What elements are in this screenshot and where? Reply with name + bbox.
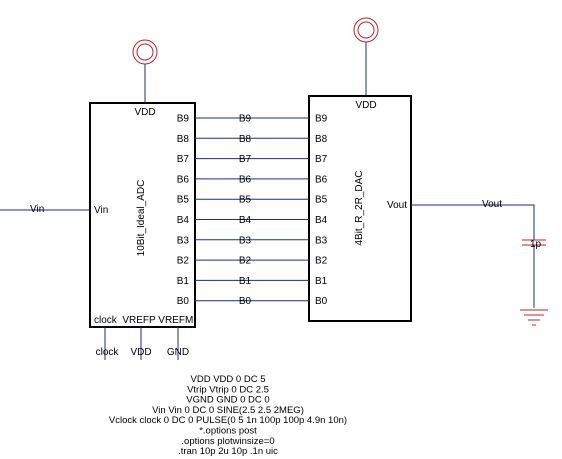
bit-net-label: B8 <box>239 134 252 145</box>
dac-bit-pin-label: B4 <box>315 215 328 226</box>
adc-vin-pin-label: Vin <box>94 205 108 216</box>
dac-bit-pin-label: B3 <box>315 235 328 246</box>
adc-bit-pin-label: B4 <box>177 215 190 226</box>
bit-net-label: B6 <box>239 174 252 185</box>
dac-block[interactable] <box>308 95 412 322</box>
dac-bit-pin-label: B6 <box>315 174 328 185</box>
bit-net-label: B4 <box>239 215 252 226</box>
vout-net-label: Vout <box>482 199 502 210</box>
dac-bit-pin-label: B1 <box>315 276 328 287</box>
spice-line: .options plotwinsize=0 <box>181 436 274 447</box>
capacitor-value-label: 1p <box>530 239 542 250</box>
spice-line: Vtrip Vtrip 0 DC 2.5 <box>187 384 269 395</box>
dac-vdd-pin-label: VDD <box>355 100 376 111</box>
spice-line: VDD VDD 0 DC 5 <box>191 374 266 385</box>
dac-bit-pin-label: B9 <box>315 114 328 125</box>
gnd-net-label: GND <box>167 347 189 358</box>
adc-vdd-pin-label: VDD <box>134 107 155 118</box>
adc-block[interactable] <box>89 102 196 328</box>
dac-name-label: 4Bit_R_2R_DAC <box>354 170 365 245</box>
dac-bit-pin-label: B5 <box>315 195 328 206</box>
vout-wire <box>411 204 535 240</box>
spice-line: Vclock clock 0 DC 0 PULSE(0 5 1n 100p 10… <box>109 415 347 426</box>
spice-line: .tran 10p 2u 10p .1n uic <box>178 446 278 457</box>
dac-vdd-supply-symbol <box>353 17 379 96</box>
spice-line: *.options post <box>199 426 257 437</box>
adc-bit-pin-label: B7 <box>177 154 190 165</box>
adc-bit-pin-label: B8 <box>177 134 190 145</box>
bit-net-label: B2 <box>239 256 252 267</box>
bit-net-label: B0 <box>239 296 252 307</box>
vdd-net-label: VDD <box>130 347 151 358</box>
bit-net-label: B3 <box>239 235 252 246</box>
adc-bit-pin-label: B3 <box>177 235 190 246</box>
adc-bottom-pins-label: clock VREFP VREFM <box>94 315 193 326</box>
adc-bit-pin-label: B2 <box>177 256 190 267</box>
adc-vdd-supply-symbol <box>132 39 158 103</box>
bit-net-label: B1 <box>239 276 252 287</box>
dac-bit-pin-label: B7 <box>315 154 328 165</box>
dac-bit-pin-label: B0 <box>315 296 328 307</box>
dac-bit-pin-label: B2 <box>315 256 328 267</box>
vin-net-label: Vin <box>30 204 44 215</box>
bit-net-label: B9 <box>239 114 252 125</box>
clock-net-label: clock <box>96 347 120 358</box>
bit-net-label: B7 <box>239 154 252 165</box>
adc-bit-pin-label: B5 <box>177 195 190 206</box>
adc-bit-pin-label: B9 <box>177 114 190 125</box>
dac-vout-pin-label: Vout <box>387 200 407 211</box>
spice-line: VGND GND 0 DC 0 <box>186 395 269 406</box>
ground-symbol <box>520 309 548 326</box>
capacitor-symbol[interactable] <box>522 239 546 308</box>
bit-net-label: B5 <box>239 195 252 206</box>
adc-bit-pin-label: B1 <box>177 276 190 287</box>
adc-bit-pin-label: B0 <box>177 296 190 307</box>
dac-bit-pin-label: B8 <box>315 134 328 145</box>
adc-bit-pin-label: B6 <box>177 174 190 185</box>
adc-name-label: 10Bit_Ideal_ADC <box>136 180 147 257</box>
spice-line: Vin Vin 0 DC 0 SINE(2.5 2.5 2MEG) <box>152 405 304 416</box>
